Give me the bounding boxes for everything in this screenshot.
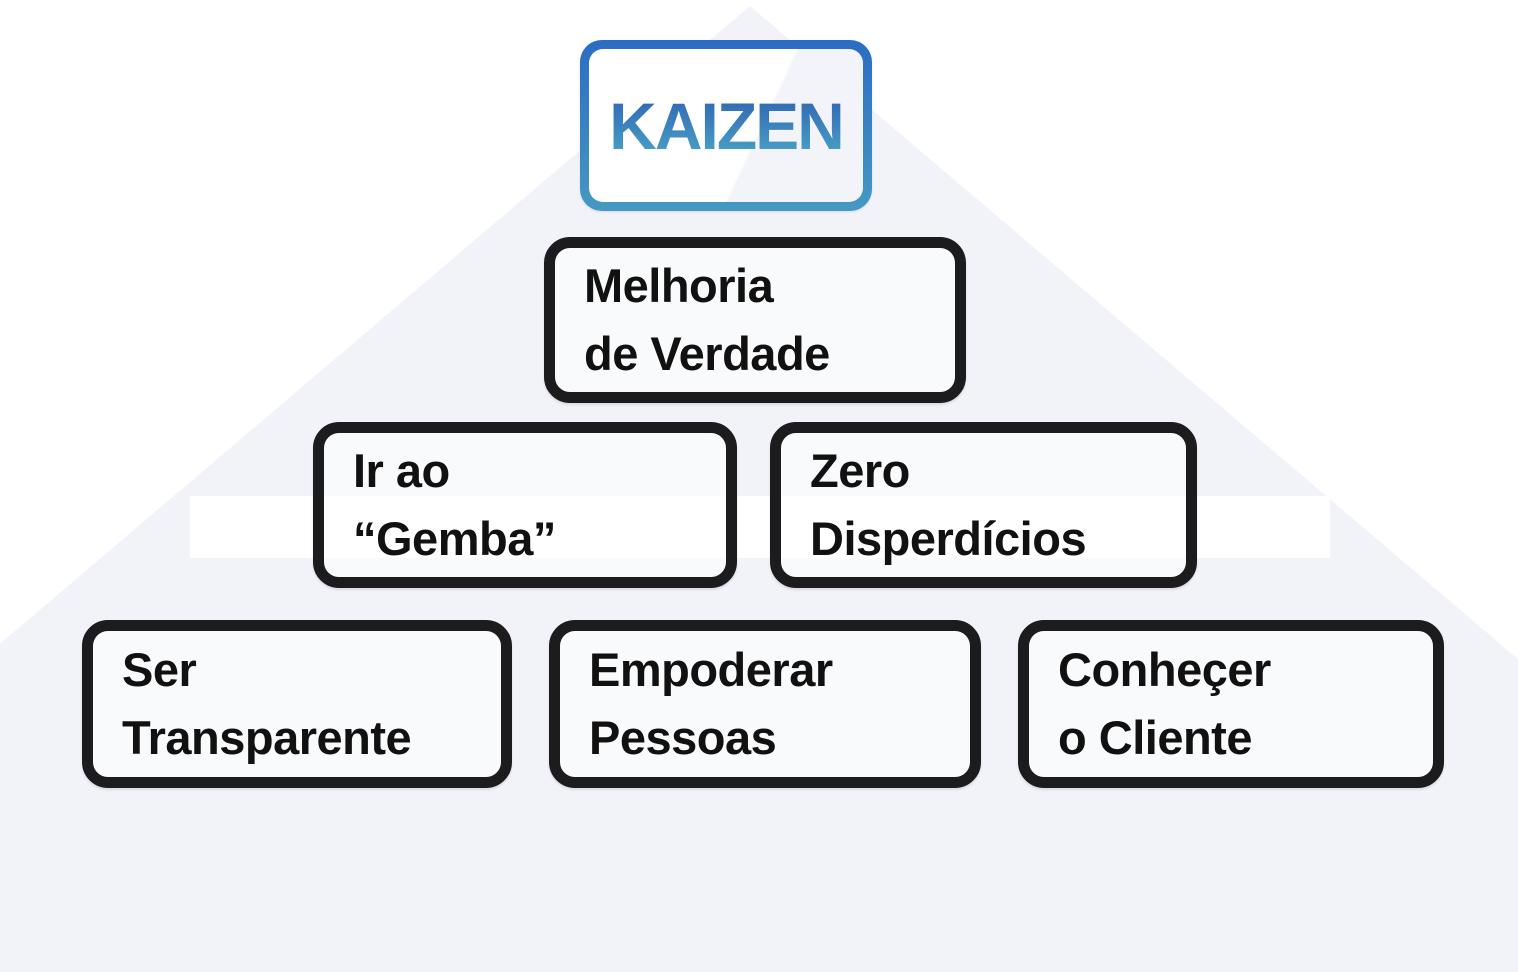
empoderar-line-2: Pessoas <box>589 711 777 764</box>
kaizen-label: KAIZEN <box>609 88 845 163</box>
transparente-line-2: Transparente <box>122 711 412 764</box>
empoderar-line-1: Empoderar <box>589 642 833 696</box>
melhoria-line-1: Melhoria <box>584 258 774 312</box>
gemba-line-1: Ir ao <box>353 443 450 497</box>
cliente-line-1: Conheçer <box>1058 642 1271 696</box>
conhecer-o-cliente-box: Conheçer o Cliente <box>1018 620 1444 788</box>
kaizen-box-inner: KAIZEN <box>589 49 863 202</box>
gemba-line-2: “Gemba” <box>353 512 556 565</box>
zero-line-2: Disperdícios <box>810 512 1087 565</box>
zero-line-1: Zero <box>810 443 910 497</box>
empoderar-pessoas-box: Empoderar Pessoas <box>549 620 981 788</box>
cliente-line-2: o Cliente <box>1058 711 1252 764</box>
transparente-line-1: Ser <box>122 642 197 696</box>
ir-ao-gemba-box: Ir ao “Gemba” <box>313 422 737 588</box>
kaizen-box: KAIZEN <box>580 40 872 211</box>
melhoria-line-2: de Verdade <box>584 327 830 380</box>
zero-disperdicios-box: Zero Disperdícios <box>770 422 1197 588</box>
melhoria-de-verdade-box: Melhoria de Verdade <box>544 237 966 403</box>
ser-transparente-box: Ser Transparente <box>82 620 512 788</box>
